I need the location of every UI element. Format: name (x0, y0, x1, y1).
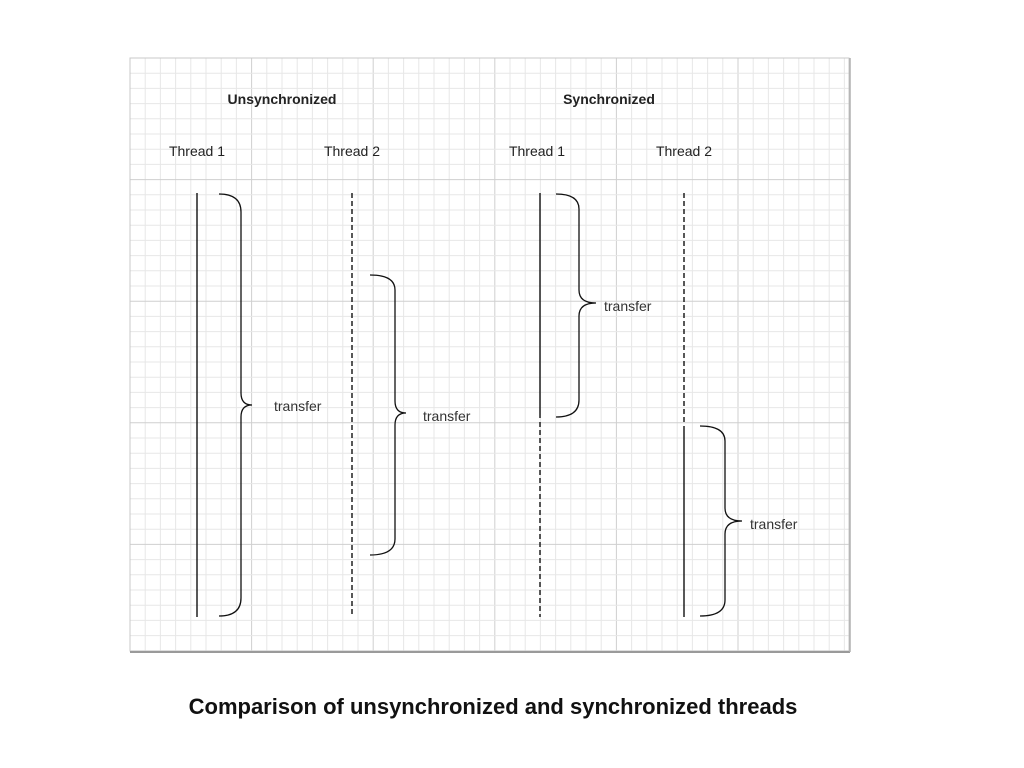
grid (130, 58, 849, 652)
figure-caption: Comparison of unsynchronized and synchro… (188, 694, 798, 719)
unsync-thread1-label: Thread 1 (169, 143, 225, 159)
unsync-transfer-label-2: transfer (423, 408, 471, 424)
unsync-thread2-label: Thread 2 (324, 143, 380, 159)
unsync-thread2-brace (369, 274, 407, 556)
sync-transfer-label-2: transfer (750, 516, 798, 532)
unsynchronized-title: Unsynchronized (228, 91, 337, 107)
sync-thread2-label: Thread 2 (656, 143, 712, 159)
sync-thread1-brace (555, 193, 597, 418)
unsync-transfer-label-1: transfer (274, 398, 322, 414)
sync-transfer-label-1: transfer (604, 298, 652, 314)
sync-thread1-label: Thread 1 (509, 143, 565, 159)
grid-background (130, 58, 849, 651)
synchronized-title: Synchronized (563, 91, 655, 107)
sync-thread2-brace (699, 425, 743, 617)
unsync-thread1-brace (218, 193, 253, 617)
